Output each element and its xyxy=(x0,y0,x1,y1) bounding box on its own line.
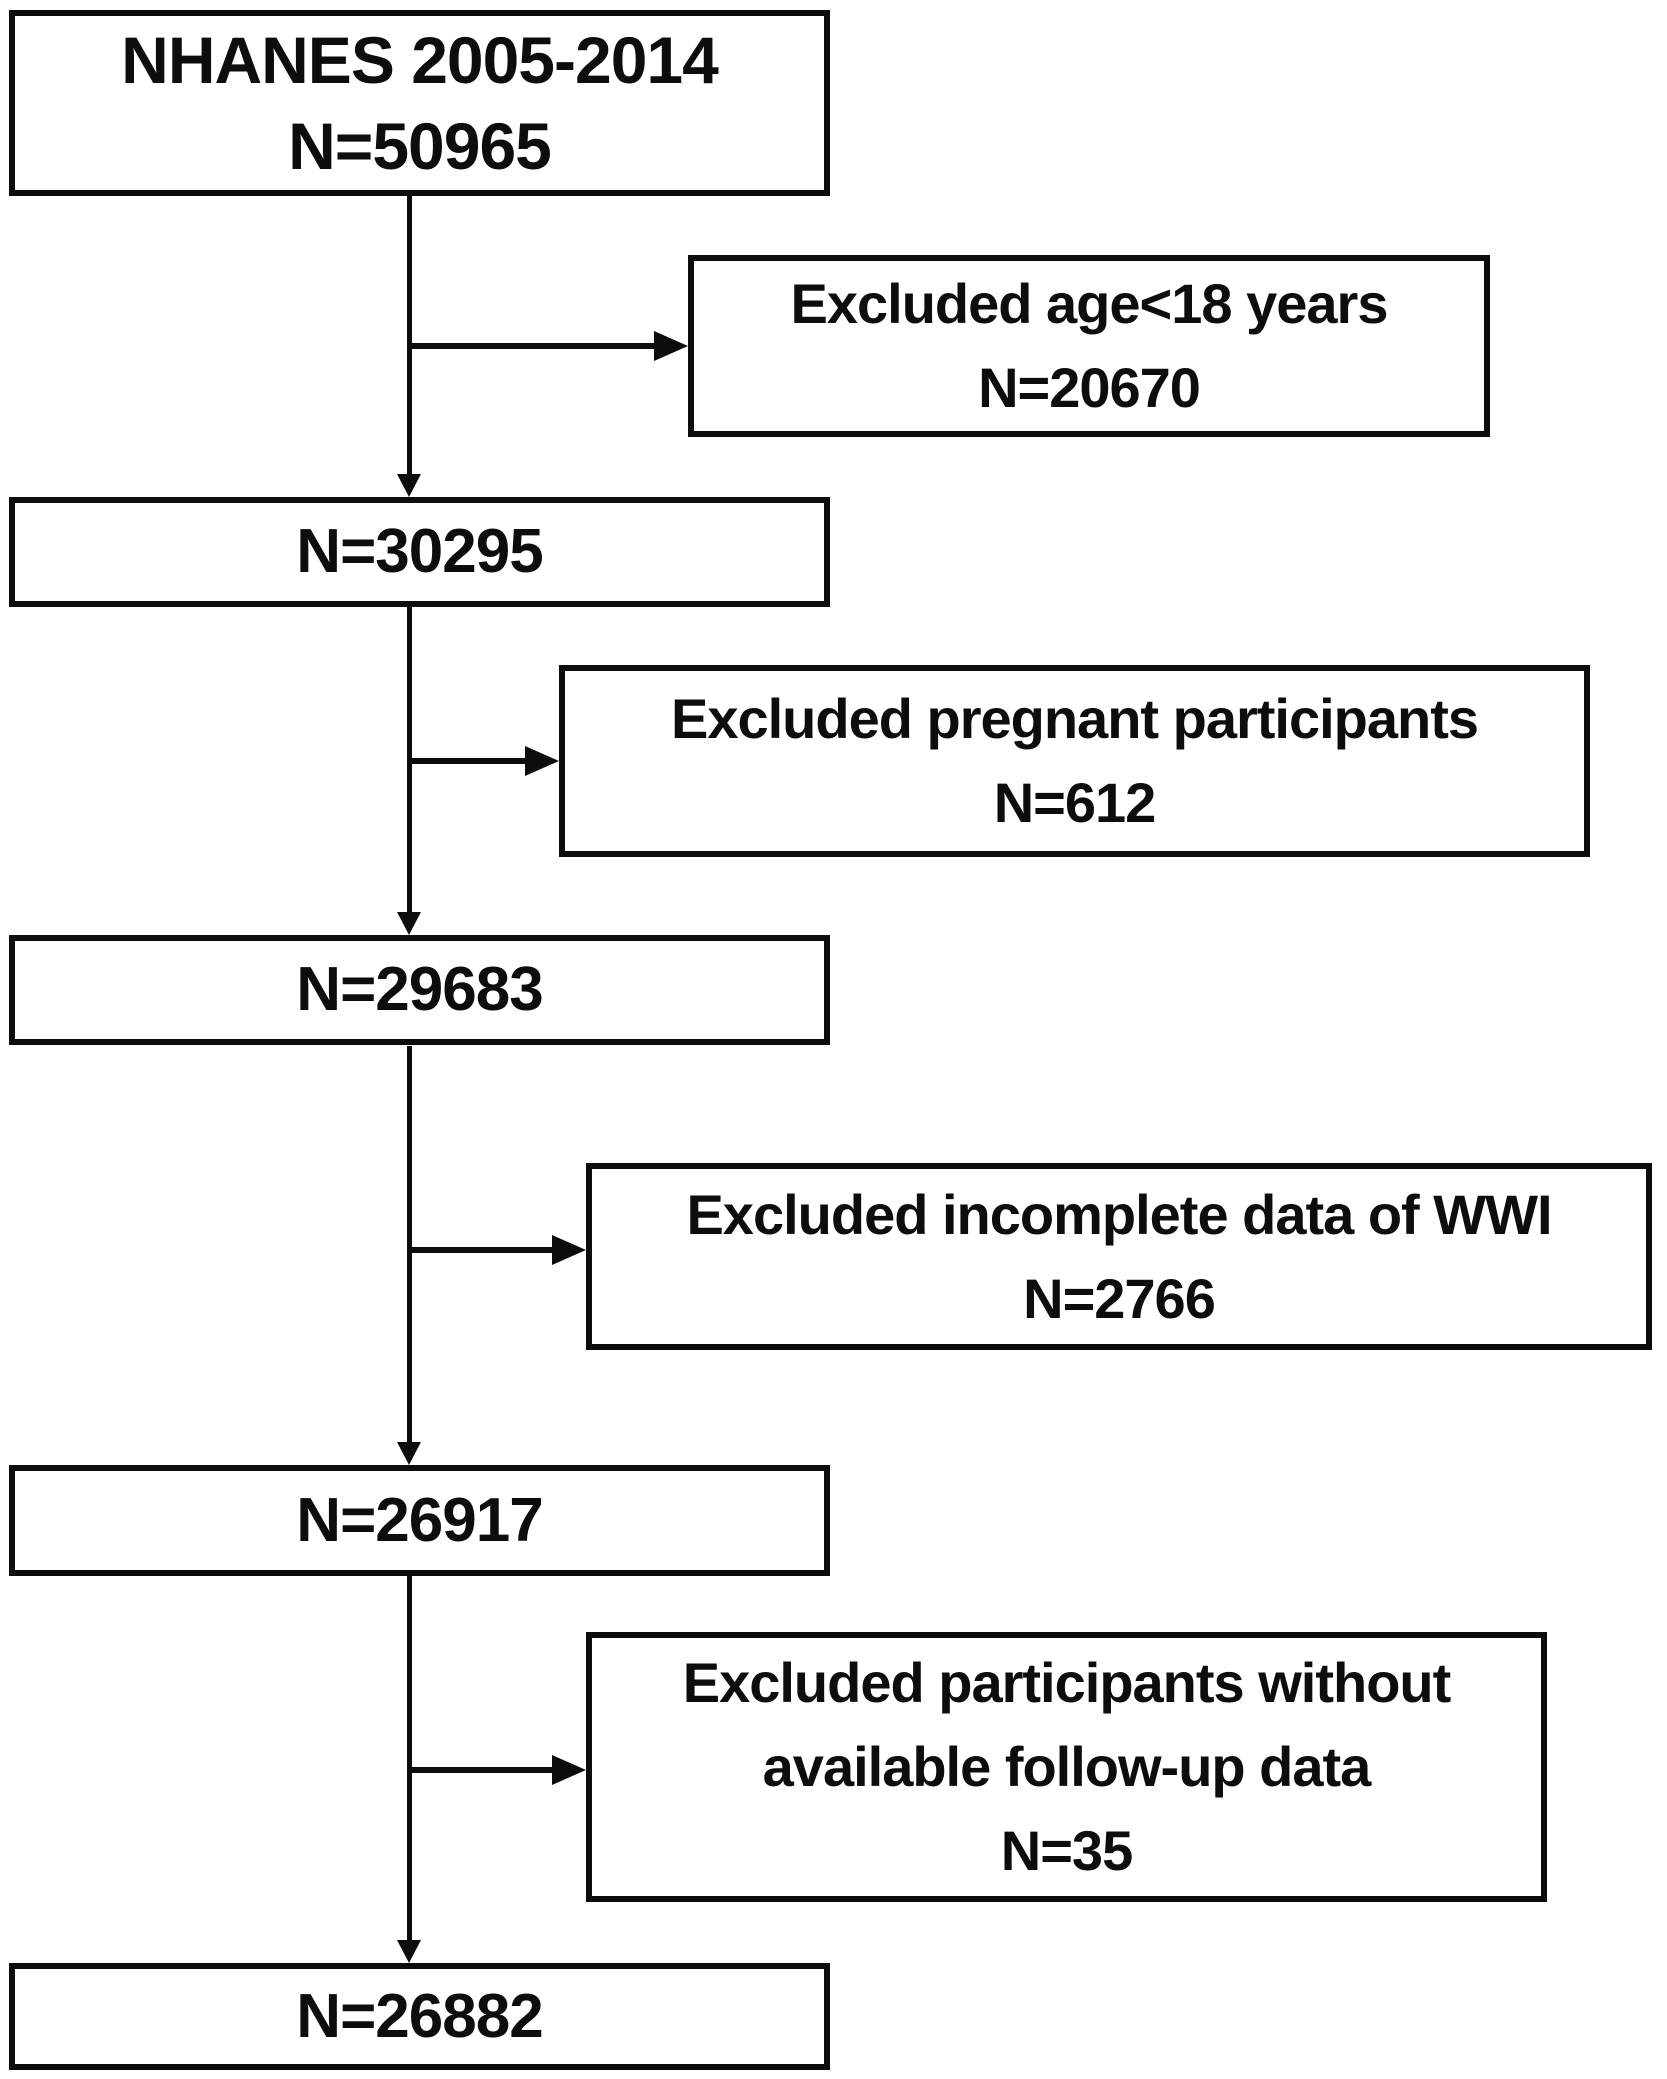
exclusion-count: N=2766 xyxy=(1023,1266,1216,1330)
cohort-box-after-pregnancy-exclusion: N=29683 xyxy=(9,935,830,1045)
exclusion-reason: Excluded participants without xyxy=(682,1651,1452,1714)
arrow-down-icon xyxy=(397,474,421,497)
exclusion-arrow-pregnant xyxy=(409,758,525,764)
arrow-right-icon xyxy=(654,331,688,361)
flow-line-down-4 xyxy=(407,1576,412,1942)
cohort-count: N=26917 xyxy=(296,1485,543,1555)
arrow-down-icon xyxy=(397,1940,421,1963)
exclusion-reason: available follow-up data xyxy=(762,1735,1372,1798)
arrow-down-icon xyxy=(397,1442,421,1465)
exclusion-count: N=612 xyxy=(993,771,1157,834)
exclusion-box-pregnant: Excluded pregnant participants N=612 xyxy=(559,665,1590,857)
exclusion-box-age: Excluded age<18 years N=20670 xyxy=(688,255,1490,437)
exclusion-arrow-followup xyxy=(409,1767,552,1773)
exclusion-reason: Excluded age<18 years xyxy=(790,272,1389,335)
exclusion-arrow-age xyxy=(409,343,654,349)
arrow-right-icon xyxy=(552,1755,586,1785)
arrow-right-icon xyxy=(552,1235,586,1265)
exclusion-box-followup: Excluded participants without available … xyxy=(586,1632,1547,1902)
exclusion-count: N=20670 xyxy=(978,356,1201,419)
exclusion-count: N=35 xyxy=(1000,1819,1133,1882)
exclusion-reason: Excluded incomplete data of WWI xyxy=(686,1182,1552,1246)
exclusion-arrow-wwi xyxy=(409,1247,552,1253)
flow-line-down-3 xyxy=(407,1046,412,1444)
cohort-count: N=30295 xyxy=(296,517,543,586)
exclusion-box-wwi: Excluded incomplete data of WWI N=2766 xyxy=(586,1163,1652,1350)
cohort-box-after-age-exclusion: N=30295 xyxy=(9,497,830,607)
arrow-down-icon xyxy=(397,912,421,935)
cohort-box-nhanes-count: N=50965 xyxy=(288,109,552,183)
cohort-count: N=29683 xyxy=(296,955,543,1024)
exclusion-reason: Excluded pregnant participants xyxy=(670,687,1479,750)
flow-line-down-1 xyxy=(407,196,412,476)
arrow-right-icon xyxy=(525,746,559,776)
cohort-box-after-wwi-exclusion: N=26917 xyxy=(9,1465,830,1576)
cohort-box-nhanes-title: NHANES 2005-2014 xyxy=(121,23,719,97)
cohort-count: N=26882 xyxy=(296,1981,543,2051)
cohort-box-final: N=26882 xyxy=(9,1963,830,2070)
cohort-box-nhanes: NHANES 2005-2014 N=50965 xyxy=(9,10,830,196)
